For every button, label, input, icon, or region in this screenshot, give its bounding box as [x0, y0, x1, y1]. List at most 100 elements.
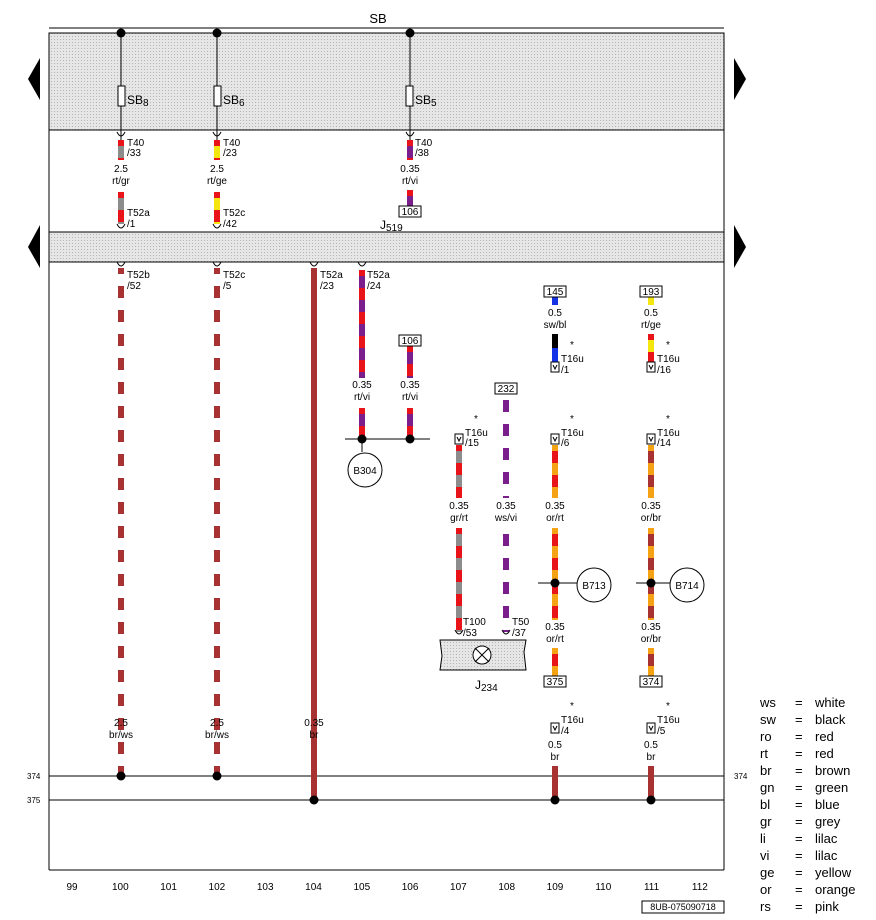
svg-text:/42: /42 — [223, 219, 237, 230]
wire-109-b-stripe — [552, 558, 558, 570]
svg-text:or/rt: or/rt — [546, 634, 564, 645]
connector-pin-icon — [646, 361, 656, 373]
wire-109-a — [552, 445, 558, 498]
svg-text:rt/vi: rt/vi — [402, 392, 418, 403]
legend-code: gr — [760, 814, 772, 829]
svg-text:2.5: 2.5 — [210, 718, 224, 729]
legend-equals: = — [795, 899, 803, 914]
svg-text:0.5: 0.5 — [548, 308, 562, 319]
wire-108-lower-stripe — [503, 630, 509, 632]
wire-107-lower-stripe — [456, 582, 462, 594]
svg-text:/52: /52 — [127, 281, 141, 292]
svg-text:br/ws: br/ws — [205, 730, 229, 741]
wire-102-bottom-stripe — [214, 418, 220, 430]
column-number: 103 — [257, 882, 274, 893]
wire-100-bottom-stripe — [118, 394, 124, 406]
svg-text:0.35: 0.35 — [641, 622, 661, 633]
legend-color-name: lilac — [815, 831, 838, 846]
wire-102-bottom-stripe — [214, 610, 220, 622]
wire-111-b-stripe — [648, 606, 654, 618]
wire-102-top-lower-stripe — [214, 198, 220, 210]
svg-text:rt/vi: rt/vi — [402, 176, 418, 187]
module-j519-label: J519 — [380, 218, 403, 234]
svg-text:T52a: T52a — [320, 270, 343, 281]
wire-102-bottom-stripe — [214, 442, 220, 454]
svg-text:rt/vi: rt/vi — [354, 392, 370, 403]
junction-dot — [212, 771, 222, 781]
connector-t50-37: T50/37 — [512, 617, 530, 639]
connector-pin-icon — [454, 433, 464, 445]
svg-text:0.5: 0.5 — [644, 308, 658, 319]
svg-text:T16u: T16u — [657, 715, 680, 726]
column-number: 109 — [547, 882, 564, 893]
svg-text:or/br: or/br — [641, 634, 662, 645]
svg-text:0.35: 0.35 — [449, 501, 469, 512]
column-number: 101 — [160, 882, 177, 893]
svg-text:T50: T50 — [512, 617, 530, 628]
wire-102-bottom-stripe — [214, 562, 220, 574]
svg-text:gr/rt: gr/rt — [450, 513, 468, 524]
connector-t52c-42: T52c/42 — [223, 208, 245, 230]
reference-boxes: 106 106 145 193 232 375 374 — [398, 205, 663, 688]
wire-100-bottom-stripe — [118, 298, 124, 310]
svg-text:/6: /6 — [561, 438, 570, 449]
wire-107-upper — [456, 445, 462, 498]
svg-text:/23: /23 — [320, 281, 334, 292]
svg-text:rt/gr: rt/gr — [112, 176, 130, 187]
legend-code: sw — [760, 712, 776, 727]
wire-108-lower-stripe — [503, 534, 509, 546]
connector-pin-icon — [212, 261, 222, 267]
wire-111-rtge-stripe — [648, 340, 654, 352]
wire-100-bottom-stripe — [118, 322, 124, 334]
wire-111-b-stripe — [648, 534, 654, 546]
wire-108-upper — [503, 394, 509, 498]
wire-102-bottom-stripe — [214, 586, 220, 598]
legend-row: ws=white — [760, 694, 870, 711]
connector-pin-icon — [357, 261, 367, 267]
wire-109-b-stripe — [552, 606, 558, 618]
legend-color-name: grey — [815, 814, 841, 829]
svg-text:br: br — [551, 752, 561, 763]
wire-100-bottom-stripe — [118, 466, 124, 478]
svg-text:2.5: 2.5 — [114, 164, 128, 175]
wire-102-bottom-stripe — [214, 706, 220, 718]
wire-102-bottom-stripe — [214, 346, 220, 358]
svg-text:0.35: 0.35 — [545, 622, 565, 633]
svg-text:0.35: 0.35 — [496, 501, 516, 512]
fuse-sb5: SB5 — [405, 85, 437, 109]
connector-pin-icon — [454, 629, 464, 635]
wire-102-bottom-stripe — [214, 490, 220, 502]
connector-t16u-5: T16u/5* — [657, 701, 680, 737]
wire-108-upper-stripe — [503, 472, 509, 484]
legend-equals: = — [795, 729, 803, 744]
wire-label-w100-top: 2.5rt/gr — [112, 164, 130, 187]
wire-102-bottom-stripe — [214, 538, 220, 550]
left-continuation-arrow-icon — [28, 58, 40, 100]
module-j234: J234 — [439, 639, 527, 694]
wire-107-lower — [456, 528, 462, 632]
svg-text:T16u: T16u — [561, 428, 584, 439]
wire-102-bottom-stripe — [214, 754, 220, 766]
wire-109-b-stripe — [552, 534, 558, 546]
svg-text:/38: /38 — [415, 148, 429, 159]
wire-107-upper-stripe — [456, 475, 462, 487]
wire-100-bottom-stripe — [118, 418, 124, 430]
svg-text:*: * — [474, 414, 478, 425]
svg-text:*: * — [666, 414, 670, 425]
legend-equals: = — [795, 848, 803, 863]
svg-text:2.5: 2.5 — [114, 718, 128, 729]
connector-t52c-5: T52c/5 — [223, 270, 245, 292]
svg-text:rt/ge: rt/ge — [641, 320, 661, 331]
connector-pin-icon — [116, 261, 126, 267]
fuse-sb8: SB8 — [117, 85, 149, 109]
column-number: 106 — [402, 882, 419, 893]
legend-equals: = — [795, 780, 803, 795]
left-continuation-arrow-icon — [28, 225, 40, 268]
right-continuation-arrow-icon — [734, 225, 746, 268]
